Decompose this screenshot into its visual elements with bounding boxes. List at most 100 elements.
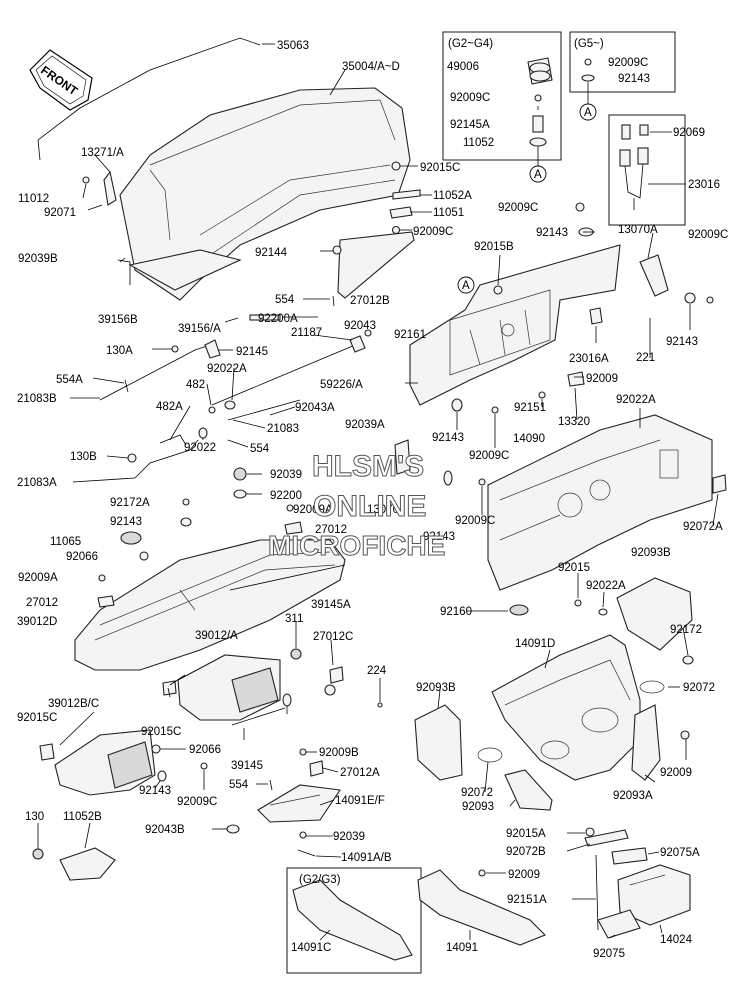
ref-a-main: A bbox=[462, 280, 470, 292]
label-92093: 92093 bbox=[462, 801, 494, 813]
label-21187: 21187 bbox=[291, 327, 322, 339]
label-92160: 92160 bbox=[440, 606, 472, 618]
washer-92143-l bbox=[180, 517, 192, 527]
glove-box-39012D bbox=[74, 539, 346, 671]
clip-27012C bbox=[329, 666, 344, 684]
washer-92143-c bbox=[451, 398, 463, 412]
label-92161: 92161 bbox=[394, 329, 426, 341]
label-92172A: 92172A bbox=[110, 497, 150, 509]
nut-92015C bbox=[391, 161, 401, 171]
label-221: 221 bbox=[636, 352, 655, 364]
label-92039B: 92039B bbox=[18, 253, 58, 265]
label-11051: 11051 bbox=[433, 207, 464, 219]
panel-14090 bbox=[487, 414, 713, 591]
label-92072B: 92072B bbox=[506, 846, 546, 858]
spring-482 bbox=[208, 406, 216, 414]
label-92043A: 92043A bbox=[295, 402, 335, 414]
bolt-311 bbox=[290, 648, 302, 660]
label-11012: 11012 bbox=[18, 193, 49, 205]
label-21083A: 21083A bbox=[17, 477, 57, 489]
label-23016A: 23016A bbox=[569, 353, 609, 365]
floor-tray-14091D bbox=[491, 634, 641, 781]
washer-92143 bbox=[684, 292, 696, 304]
clip-27012-c bbox=[284, 521, 303, 535]
bracket-92093A bbox=[631, 704, 661, 781]
cap-11065 bbox=[120, 531, 142, 545]
bolt-92009C-b bbox=[200, 762, 208, 770]
label-27012-m: 27012 bbox=[315, 524, 347, 536]
bolt-92009B bbox=[299, 748, 307, 756]
label-554-b: 554 bbox=[229, 779, 249, 791]
label-92009A: 92009A bbox=[18, 572, 58, 584]
label-130A: 130A bbox=[106, 345, 133, 357]
bolt-92009A bbox=[98, 574, 106, 582]
label-21083: 21083 bbox=[267, 423, 299, 435]
washer-92022A-b bbox=[598, 608, 608, 616]
label-224: 224 bbox=[367, 665, 387, 677]
label-92066-b: 92066 bbox=[189, 744, 221, 756]
label-92200A: 92200A bbox=[258, 313, 298, 325]
label-92009C-g5: 92009C bbox=[608, 57, 648, 69]
label-92009-r: 92009 bbox=[660, 767, 692, 779]
label-92009C-c: 92009C bbox=[469, 450, 509, 462]
bracket-92093B bbox=[616, 577, 693, 651]
label-92200: 92200 bbox=[270, 490, 302, 502]
label-92022: 92022 bbox=[184, 442, 216, 454]
clip-11052A bbox=[392, 189, 421, 200]
bracket-11051 bbox=[389, 206, 413, 219]
bracket-13070 bbox=[394, 439, 411, 475]
strip-39145 bbox=[231, 707, 286, 726]
front-arrow-icon: FRONT bbox=[29, 49, 93, 111]
clip-92144 bbox=[332, 245, 342, 255]
bolt-92009-b bbox=[478, 869, 486, 877]
latch-14091AB bbox=[297, 849, 316, 857]
leader-lines bbox=[37, 43, 719, 941]
label-39012BC: 39012B/C bbox=[48, 698, 99, 710]
label-92075A: 92075A bbox=[660, 847, 700, 859]
switch-13320 bbox=[567, 371, 585, 387]
latch-11052B bbox=[59, 847, 116, 881]
label-59226: 59226/A bbox=[320, 379, 363, 391]
pad-92075 bbox=[597, 909, 641, 939]
label-92043B: 92043B bbox=[145, 824, 185, 836]
switch-23016A bbox=[589, 307, 603, 325]
nut-92015C-b bbox=[39, 743, 55, 761]
bracket-92093 bbox=[504, 769, 553, 811]
rod-35063 bbox=[37, 37, 261, 161]
label-92039-b: 92039 bbox=[333, 831, 365, 843]
label-554-t: 554 bbox=[275, 294, 295, 306]
lid-14091EF bbox=[257, 784, 341, 823]
label-92009A-m: 92009A bbox=[293, 504, 333, 516]
clip-27012A bbox=[309, 760, 324, 777]
label-27012B: 27012B bbox=[350, 295, 390, 307]
nut-92015A bbox=[585, 827, 595, 837]
label-39012D: 39012D bbox=[17, 616, 57, 628]
label-92075: 92075 bbox=[593, 948, 625, 960]
label-92143-t: 92143 bbox=[536, 227, 568, 239]
bolt-92009C bbox=[391, 225, 401, 235]
label-92022A-r: 92022A bbox=[616, 394, 656, 406]
watermark-line-3: MICROFICHE bbox=[268, 530, 445, 561]
pin-554-t bbox=[332, 295, 335, 307]
nut-92015C-a bbox=[162, 680, 177, 696]
label-13320: 13320 bbox=[558, 416, 590, 428]
label-92143-m: 92143 bbox=[423, 531, 455, 543]
label-92043: 92043 bbox=[344, 320, 376, 332]
washer-92022 bbox=[198, 427, 208, 439]
bolt-92009C-a bbox=[324, 684, 336, 696]
label-92009C-m: 92009C bbox=[498, 202, 538, 214]
clamp-92072-r bbox=[639, 680, 665, 694]
label-92151: 92151 bbox=[514, 402, 546, 414]
label-11065: 11065 bbox=[50, 536, 81, 548]
watermark-line-2: ONLINE bbox=[313, 490, 426, 523]
pin-554-b bbox=[269, 779, 273, 791]
bolt-92009A-c bbox=[286, 504, 294, 512]
panel-14091 bbox=[417, 869, 546, 946]
label-311: 311 bbox=[285, 613, 303, 625]
label-11052A: 11052A bbox=[433, 190, 472, 202]
pad-92075A bbox=[611, 847, 648, 865]
label-92145A: 92145A bbox=[450, 119, 490, 131]
spring-482A bbox=[159, 434, 187, 446]
label-39145: 39145 bbox=[231, 760, 263, 772]
plug-92066 bbox=[139, 551, 149, 561]
